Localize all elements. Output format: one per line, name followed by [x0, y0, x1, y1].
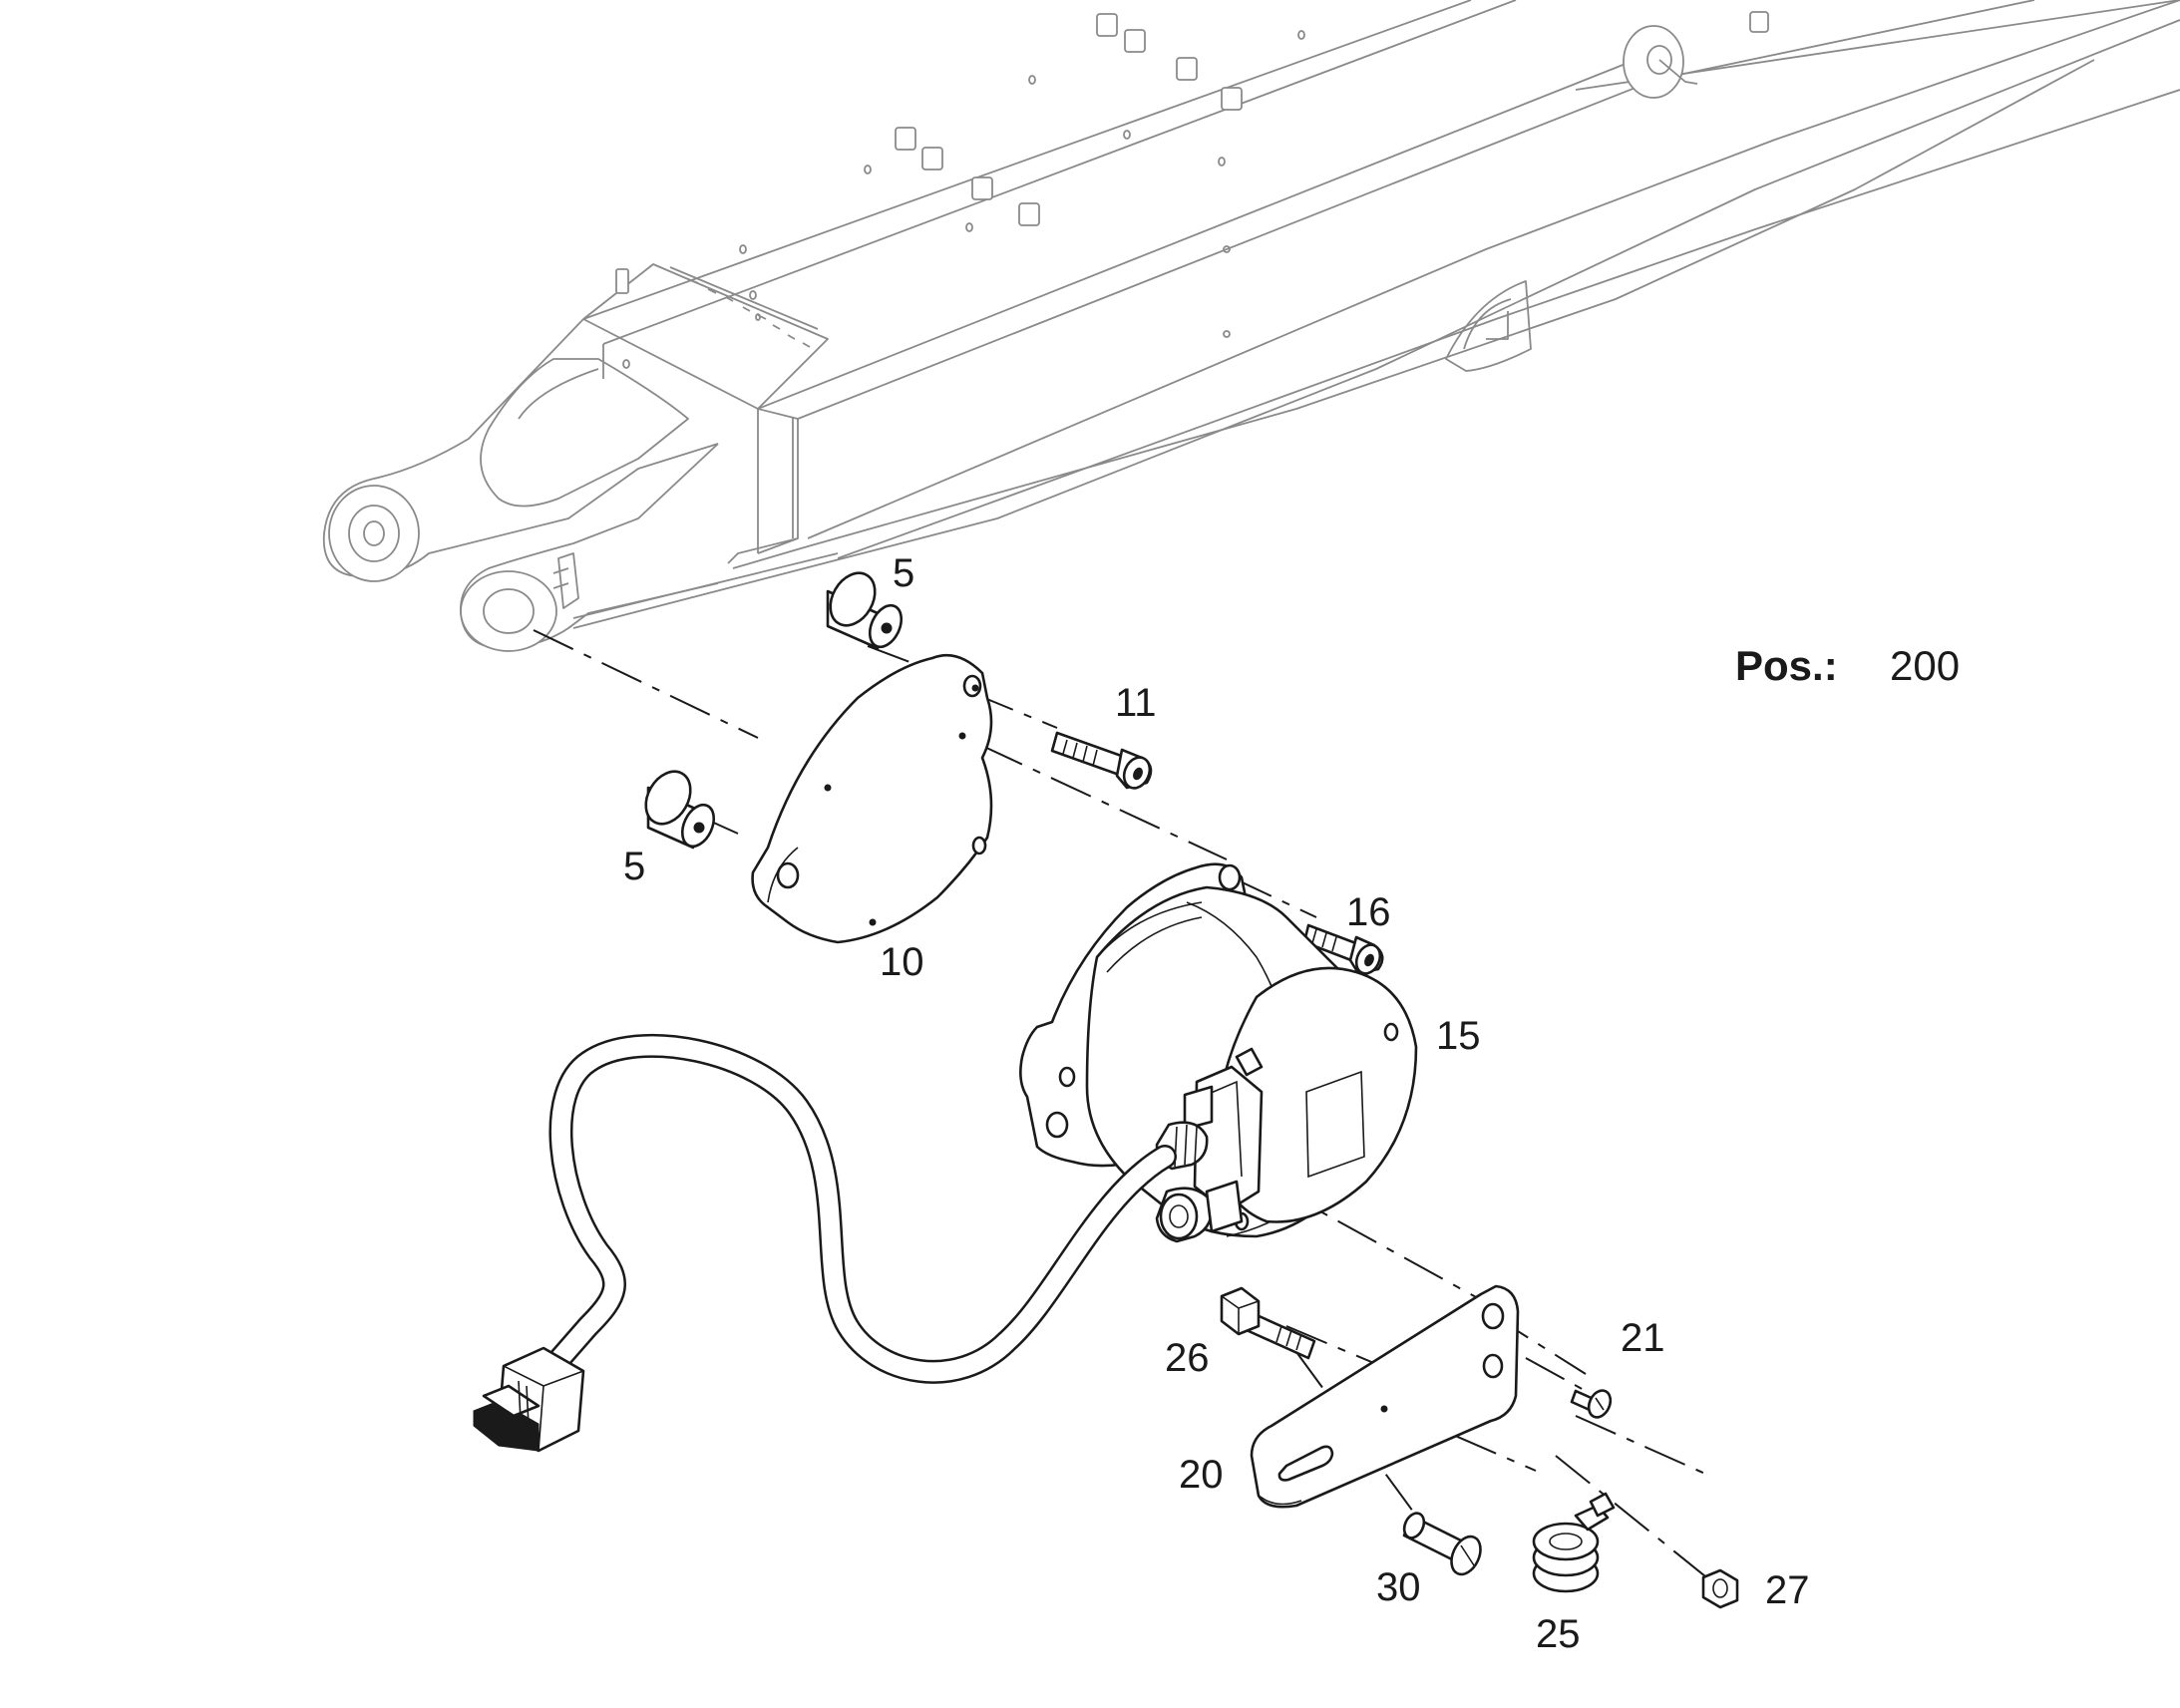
callout-5-lower: 5	[623, 845, 645, 888]
cable-clamp-25	[1532, 1492, 1616, 1593]
callout-16: 16	[1346, 890, 1391, 934]
shoulder-bolt-30	[1402, 1512, 1482, 1576]
position-value: 200	[1890, 642, 1960, 689]
cable-connector-plug	[473, 1346, 585, 1453]
position-indicator: Pos.: 200	[1735, 642, 1960, 689]
callout-11: 11	[1115, 681, 1157, 725]
callout-10: 10	[880, 940, 924, 984]
callout-30: 30	[1376, 1565, 1421, 1609]
bracket-plate-20	[1250, 1284, 1520, 1509]
spacer-5-lower	[644, 770, 716, 850]
hex-bolt-26	[1220, 1286, 1316, 1360]
sensor-cable	[542, 1033, 1177, 1384]
callout-25: 25	[1536, 1612, 1581, 1656]
cover-plate-10	[751, 653, 993, 944]
callout-20: 20	[1179, 1453, 1224, 1497]
callout-27: 27	[1765, 1568, 1810, 1612]
callout-26: 26	[1165, 1336, 1210, 1380]
callout-15: 15	[1436, 1014, 1481, 1058]
boom-arm	[322, 0, 2180, 652]
boom-clips	[615, 11, 1769, 294]
callout-labels: 5 11 5 10 16 15 21 26 20 30 25 27	[623, 551, 1810, 1656]
position-label: Pos.:	[1735, 642, 1838, 689]
spacer-5-upper	[826, 571, 904, 650]
callout-5-upper: 5	[893, 551, 914, 595]
hex-nut-27	[1701, 1568, 1739, 1609]
callout-21: 21	[1621, 1316, 1665, 1360]
boom-holes	[622, 30, 1305, 369]
bolt-11	[1050, 731, 1153, 790]
screw-21	[1570, 1389, 1613, 1419]
